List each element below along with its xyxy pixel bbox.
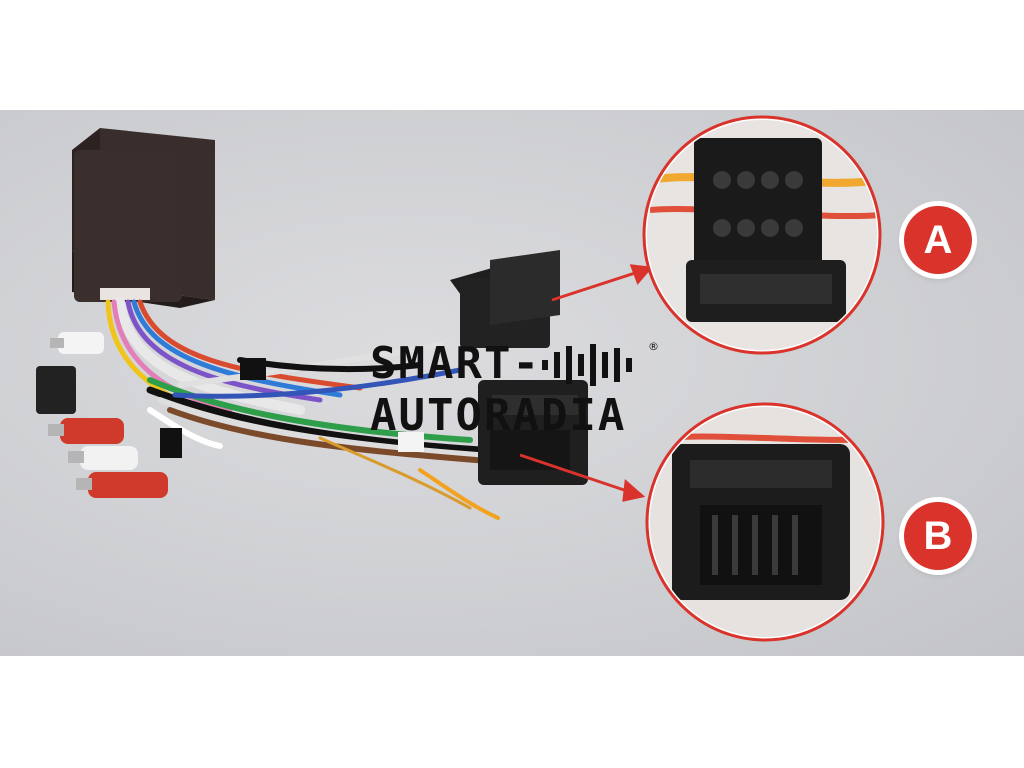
label-tag-icon [398, 432, 424, 452]
wiring-harness-illustration [36, 115, 885, 642]
watermark-line-2: AUTORADIA [370, 390, 627, 441]
sound-wave-icon [542, 344, 632, 386]
closeup-b [645, 402, 885, 642]
watermark-line-1: SMART- [370, 338, 541, 389]
rca-plugs-icon [36, 332, 168, 498]
registered-mark: ® [648, 340, 659, 353]
callout-badge-b: B [904, 502, 972, 570]
inline-connector-icon [240, 358, 266, 380]
closeup-a [642, 115, 882, 355]
inline-connector-icon [160, 428, 182, 458]
arrow-icon [519, 264, 653, 502]
decoder-box-icon [72, 128, 215, 308]
product-photo: SMART- ® AUTORADIA A B [0, 110, 1024, 656]
callout-badge-a: A [904, 206, 972, 274]
connector-a-icon [450, 250, 560, 348]
connector-b-icon [478, 380, 588, 485]
